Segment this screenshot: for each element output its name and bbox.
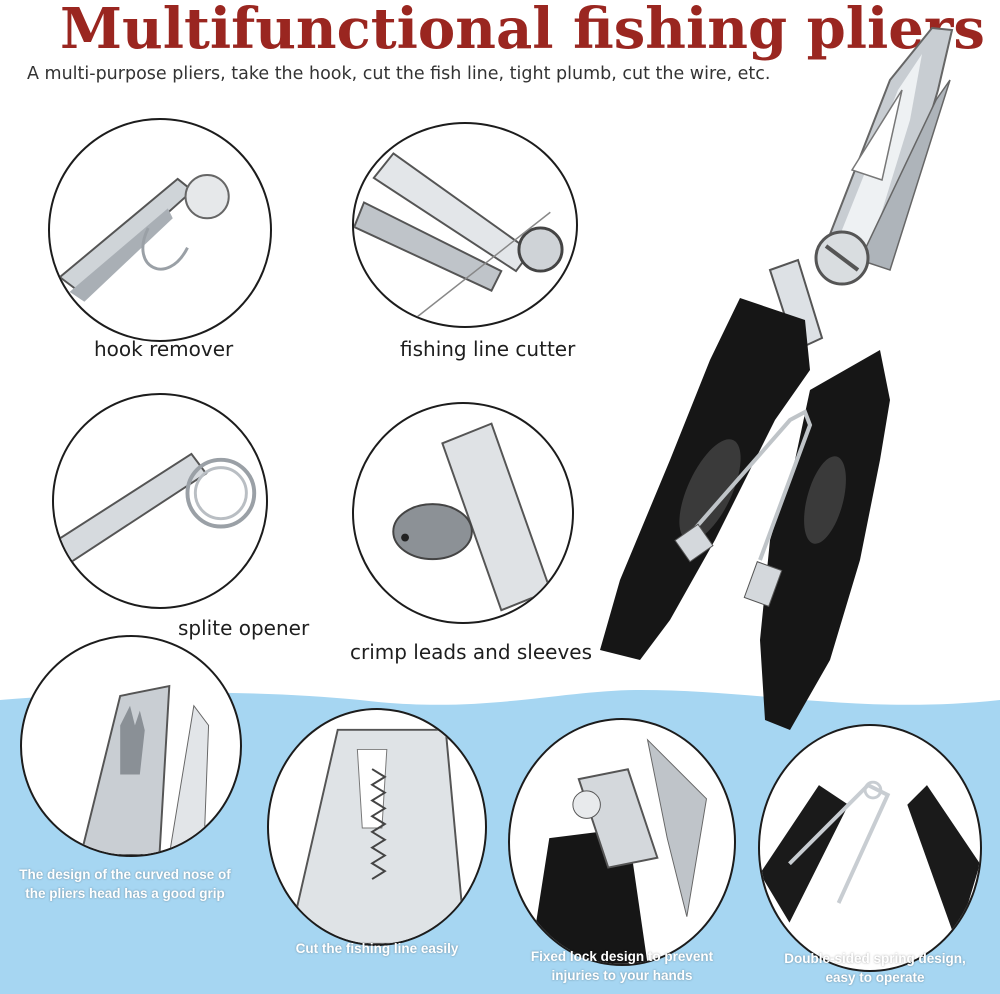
hook-remover-label: hook remover xyxy=(94,337,234,361)
fixed-lock-caption: Fixed lock design to prevent injuries to… xyxy=(530,949,714,983)
spring-caption: Double-sided spring design, easy to oper… xyxy=(784,951,966,985)
pliers-main-image xyxy=(600,26,954,730)
spring-image xyxy=(758,724,982,972)
cut-line-caption: Cut the fishing line easily xyxy=(295,941,459,956)
line-cutter-image xyxy=(352,122,578,328)
line-cutter-label: fishing line cutter xyxy=(400,337,576,361)
hook-remover-image xyxy=(48,118,272,342)
curved-nose-caption: The design of the curved nose of the pli… xyxy=(19,867,231,901)
fixed-lock-image xyxy=(508,718,736,966)
curved-nose-image xyxy=(20,635,242,857)
split-opener-label: splite opener xyxy=(178,616,310,640)
cut-line-image xyxy=(267,708,487,946)
page-subtitle: A multi-purpose pliers, take the hook, c… xyxy=(27,64,771,84)
crimp-label: crimp leads and sleeves xyxy=(350,640,593,664)
split-opener-image xyxy=(52,393,268,609)
crimp-image xyxy=(352,402,574,624)
page-title: Multifunctional fishing pliers xyxy=(60,0,985,62)
